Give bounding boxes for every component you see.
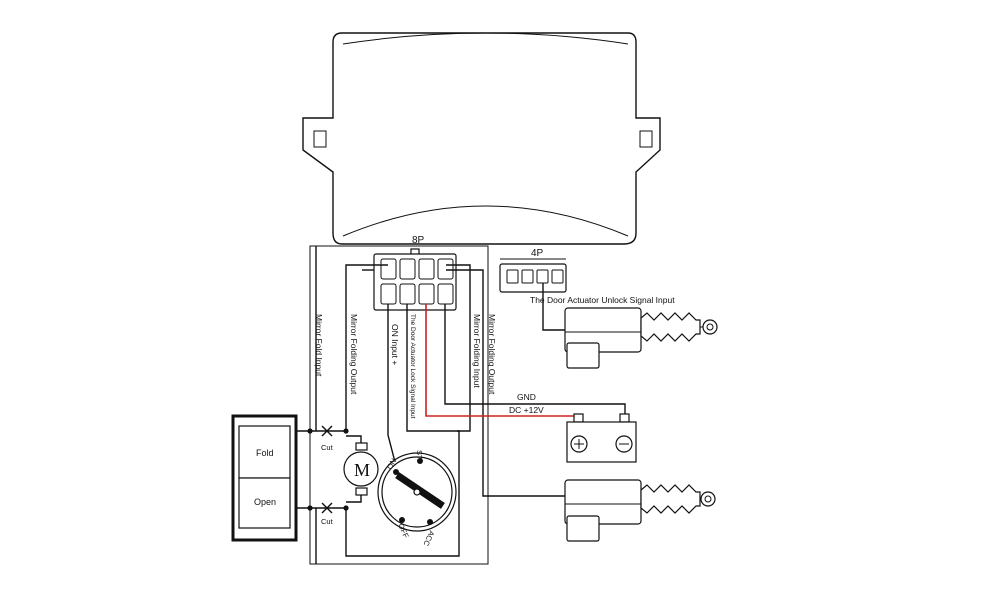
contact-on (393, 469, 399, 475)
motor-brush-top (355, 442, 368, 451)
actuator-eyelet-hole (706, 323, 714, 331)
cut-x (321, 502, 333, 514)
door-actuator-top (564, 307, 718, 369)
pin-4p-1 (506, 269, 519, 284)
motor-brush-bottom (355, 487, 368, 496)
ignition-switch: ON ST ACC OFF (377, 450, 457, 548)
cut-mark-top: Cut (321, 425, 334, 452)
connector-4p-label: 4P (531, 248, 544, 259)
cut-label: Cut (321, 443, 334, 452)
control-module-outline (302, 32, 661, 245)
wire-mirror-folding-right-out (446, 269, 565, 497)
connector-8p-body (373, 253, 457, 311)
contact-acc (427, 519, 433, 525)
label-mirror-folding-input-2: Mirror Folding Input (472, 314, 482, 388)
ignition-label-st: ST (415, 450, 424, 460)
label-on-input: ON Input + (390, 324, 400, 365)
motor: M (343, 435, 379, 503)
pin-1 (380, 258, 397, 280)
harness-box (309, 245, 489, 565)
module-right-tab (639, 130, 653, 148)
junction-dot (343, 505, 349, 511)
motor-label: M (354, 460, 370, 480)
wire-on-input (387, 304, 396, 463)
cut-label: Cut (321, 517, 334, 526)
wire-dc-12v (425, 304, 578, 417)
pin-4p-2 (521, 269, 534, 284)
battery (566, 413, 637, 463)
actuator-bellows (640, 312, 701, 342)
pin-2 (399, 258, 416, 280)
battery-neg-terminal (619, 413, 630, 423)
connector-8p: 8P (373, 235, 457, 311)
motor-icon (343, 451, 379, 487)
open-label: Open (254, 497, 276, 507)
wire-door-actuator-lock (345, 304, 460, 557)
wire-unlock-signal (542, 283, 569, 331)
fold-open-switch: Fold Open (231, 414, 298, 542)
pin-3 (418, 258, 435, 280)
actuator-bellows (640, 484, 701, 514)
label-mirror-folding-output-1: Mirror Folding Output (349, 314, 359, 395)
unlock-signal-label: The Door Actuator Unlock Signal Input (530, 295, 675, 305)
fold-button (238, 425, 291, 479)
label-gnd: GND (517, 392, 536, 402)
ignition-label-acc: ACC (421, 529, 436, 548)
module-top-arc (342, 32, 629, 45)
module-bottom-arc (342, 205, 629, 237)
connector-8p-label: 8P (412, 235, 425, 246)
junction-dot (307, 505, 313, 511)
door-actuator-bottom (564, 479, 716, 542)
actuator-eyelet (700, 491, 716, 507)
label-door-actuator-lock: The Door Actuator Lock Signal Input (409, 314, 416, 419)
open-button (238, 477, 291, 529)
junction-dot (307, 428, 313, 434)
actuator-eyelet (702, 319, 718, 335)
label-mirror-folding-output-2: Mirror Folding Output (487, 314, 497, 395)
motor-lead-bottom (346, 495, 362, 503)
actuator-plug (566, 515, 600, 542)
cut-x (321, 425, 333, 437)
motor-lead-top (346, 435, 362, 443)
label-dc-12v: DC +12V (509, 405, 544, 415)
contact-off (399, 517, 405, 523)
contact-st (417, 458, 423, 464)
label-mirror-fold-input: Mirror Fold Input (314, 314, 324, 377)
actuator-eyelet-hole (704, 495, 712, 503)
cut-mark-bottom: Cut (321, 502, 334, 526)
fold-label: Fold (256, 448, 274, 458)
module-left-tab (313, 130, 327, 148)
wire-mirror-folding-output-left (345, 264, 388, 430)
actuator-plug (566, 342, 600, 369)
ignition-center (413, 488, 421, 496)
pin-4p-4 (551, 269, 564, 284)
junction-dot (343, 428, 349, 434)
battery-pos-terminal (573, 413, 584, 423)
wire-gnd (444, 304, 626, 416)
control-module (302, 32, 661, 245)
connector-4p: 4P The Door Actuator Unlock Signal Input (499, 248, 675, 305)
wire-mirror-folding-right-in (446, 264, 471, 432)
pin-4 (437, 258, 454, 280)
